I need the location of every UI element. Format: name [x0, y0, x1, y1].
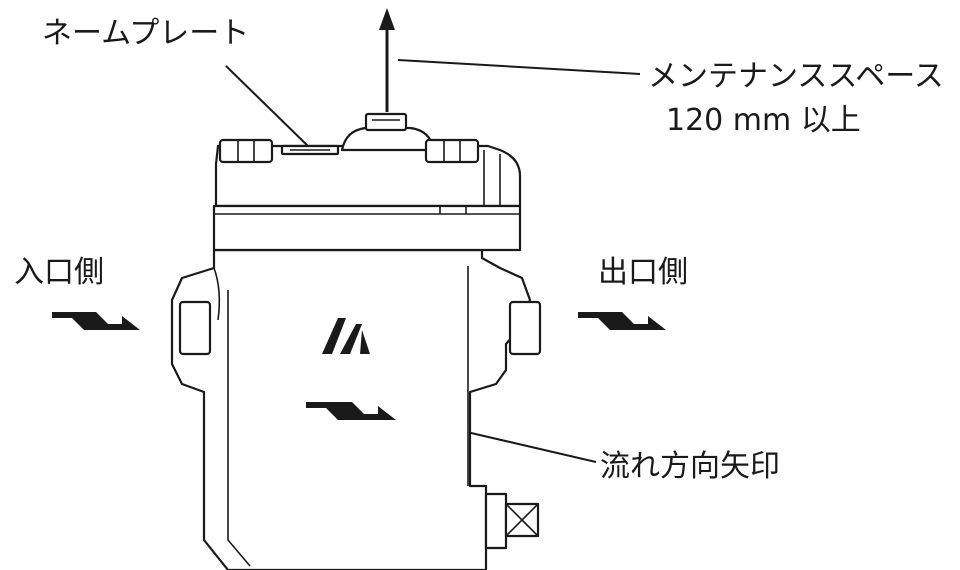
outlet-boss	[508, 300, 542, 356]
inlet-boss	[178, 300, 212, 356]
inlet-side-label: 入口側	[14, 255, 104, 290]
cover-bolt-left	[218, 138, 274, 164]
inlet-flow-arrow-icon	[52, 312, 140, 330]
cover-top-plug	[364, 112, 408, 132]
flow-direction-label: 流れ方向矢印	[600, 449, 780, 484]
outlet-flow-arrow-icon	[578, 312, 666, 330]
body-flange	[212, 204, 522, 252]
cover-bolt-right	[424, 138, 480, 164]
miyawaki-logo-icon	[322, 318, 370, 354]
up-arrow-icon	[379, 8, 395, 112]
outlet-side-label: 出口側	[598, 255, 688, 290]
maintenance-space-label: メンテナンススペース	[648, 59, 944, 94]
cover-center-boss	[340, 126, 436, 152]
maintenance-distance-label: 120 mm 以上	[666, 103, 861, 138]
nameplate-leader-line	[225, 65, 311, 149]
maintenance-leader-line	[397, 59, 641, 75]
steam-trap-body	[170, 112, 542, 570]
body-flow-arrow-icon	[306, 402, 396, 420]
nameplate-label: ネームプレート	[42, 16, 249, 51]
drain-plug-icon	[484, 492, 540, 550]
